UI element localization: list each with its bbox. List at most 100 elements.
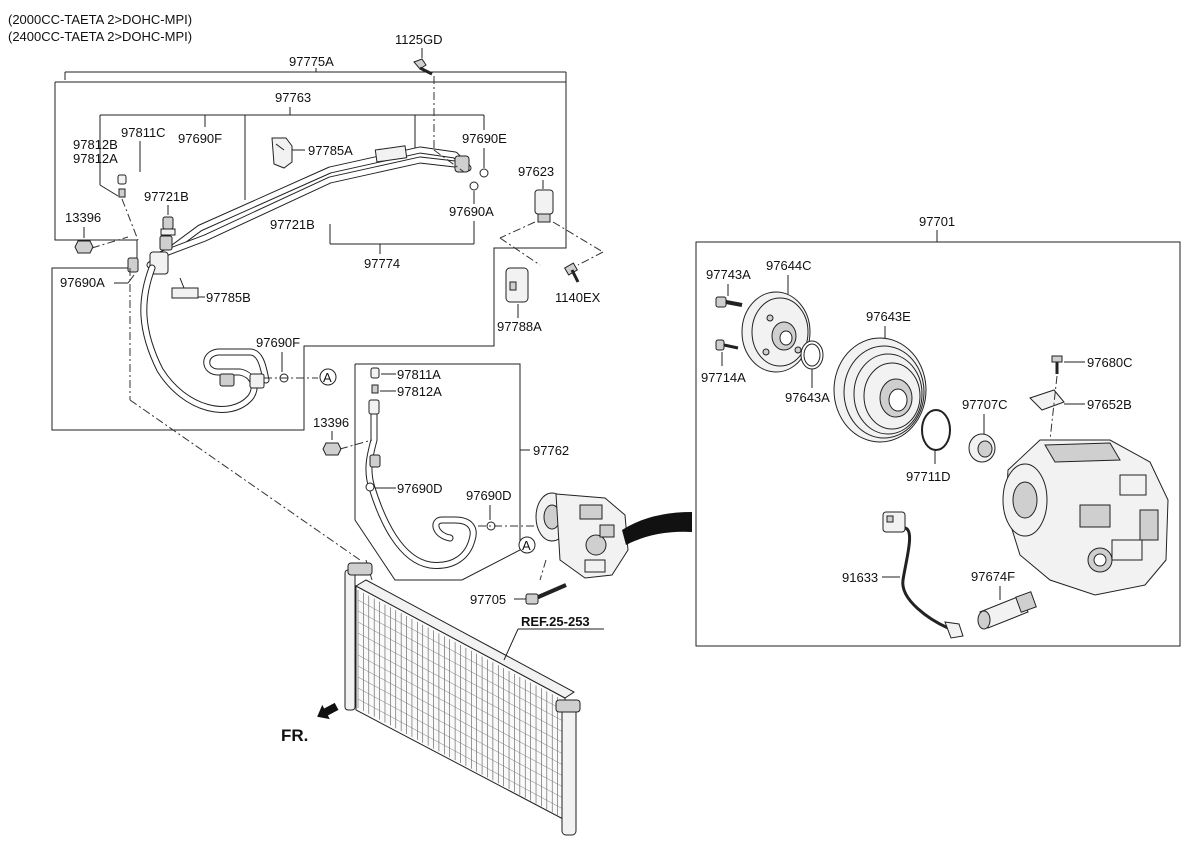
leader-97690a-left-2 [127,274,135,284]
label-91633: 91633 [842,570,878,585]
label-97785a: 97785A [308,143,353,158]
bolt-97705 [525,583,567,605]
engine-spec-line-1: (2000CC-TAETA 2>DOHC-MPI) [8,12,192,27]
compressor-small [535,492,629,579]
oring-97690e [479,168,489,178]
marker-a-low-label: A [522,538,531,553]
group-box-97701 [695,241,1181,647]
dash-97788a [499,237,541,266]
label-97643a: 97643A [785,390,830,405]
cap-97811a [370,367,380,379]
label-97690a-right: 97690A [449,204,494,219]
label-1140ex: 1140EX [555,290,601,305]
condenser-tube [357,676,564,788]
label-97721b-top: 97721B [144,189,189,204]
pressure-switch-97623 [534,189,554,223]
dash-long-3 [433,149,465,173]
label-97812a-top: 97812A [73,151,118,166]
label-97812b: 97812B [73,137,118,152]
seal-97707c [968,433,996,463]
screw-97680c [1051,355,1063,374]
label-tree-97775a [64,68,567,82]
marker-a-top [319,368,337,386]
marker-a-low [518,536,536,554]
nut-13396-top [74,240,94,254]
dash-97680c [1049,375,1058,441]
clutch-hub-97644c [741,291,811,373]
label-97705: 97705 [470,592,506,607]
label-tree-97763 [99,107,485,200]
dash-long-2 [129,399,361,561]
condenser-tube [357,610,564,722]
pulley-97643e [833,337,927,443]
condenser-tube [357,665,564,777]
label-97643e: 97643E [866,309,911,324]
compressor-large [1002,439,1169,596]
oring-97690a-right [469,181,479,191]
condenser [344,562,581,836]
bolt-1125gd [413,58,433,76]
label-97644c: 97644C [766,258,812,273]
bolt-1140ex [563,262,580,283]
dash-1140ex [577,251,604,266]
dash-long-5 [539,559,547,581]
condenser-tube [357,698,564,810]
label-97775a: 97775A [289,54,334,69]
label-97690a-left: 97690A [60,275,105,290]
condenser-fins [357,590,564,816]
discharge-hose-97762 [365,399,477,569]
valve-97721b-top [160,216,176,236]
label-97721b-low: 97721B [270,217,315,232]
label-97690f-top: 97690F [178,131,222,146]
dash-13396-top [91,236,129,249]
label-97623: 97623 [518,164,554,179]
label-97690d-right: 97690D [466,488,512,503]
bracket-97652b [1029,389,1065,411]
label-97763: 97763 [275,90,311,105]
suction-hose-lower [140,264,270,413]
label-97680c: 97680C [1087,355,1133,370]
oring-97690d-left [365,482,375,492]
front-label: FR. [281,726,308,745]
nut-13396-low [322,442,342,456]
label-97812a-low: 97812A [397,384,442,399]
bolt-97714a [715,339,739,351]
label-13396-top: 13396 [65,210,101,225]
label-97811a: 97811A [397,367,441,382]
label-97785b: 97785B [206,290,251,305]
group-box-97762 [354,363,521,581]
dash-13396-low [339,439,373,450]
dash-97623-a [499,221,536,239]
group-box-97775a [51,81,567,431]
label-97762: 97762 [533,443,569,458]
condenser-tube [357,632,564,744]
label-97701: 97701 [919,214,955,229]
suction-hose-97774 [146,145,472,269]
ref-leader [503,628,519,661]
label-97714a: 97714A [701,370,746,385]
ref-label: REF.25-253 [521,614,590,629]
dash-97623-b [552,221,604,253]
condenser-tube [357,643,564,755]
harness-91633 [882,511,964,639]
bolt-97743a [715,296,743,308]
engine-spec-line-2: (2400CC-TAETA 2>DOHC-MPI) [8,29,192,44]
bracket-97785a [271,137,293,169]
label-97711d: 97711D [906,469,951,484]
dash-valve [121,198,139,241]
label-13396-low: 13396 [313,415,349,430]
label-1125gd: 1125GD [395,32,442,47]
shim-97643a-inner [803,343,821,367]
valve-97674f [977,591,1037,630]
condenser-tube [357,687,564,799]
condenser-tube [357,654,564,766]
condenser-tube [357,599,564,711]
marker-a-top-label: A [323,370,332,385]
callout-wedge [622,512,692,545]
label-97774: 97774 [364,256,400,271]
snap-ring-97711d [921,409,951,451]
label-97788a: 97788A [497,319,542,334]
bracket-97785b [171,277,199,299]
label-97690d-left: 97690D [397,481,443,496]
